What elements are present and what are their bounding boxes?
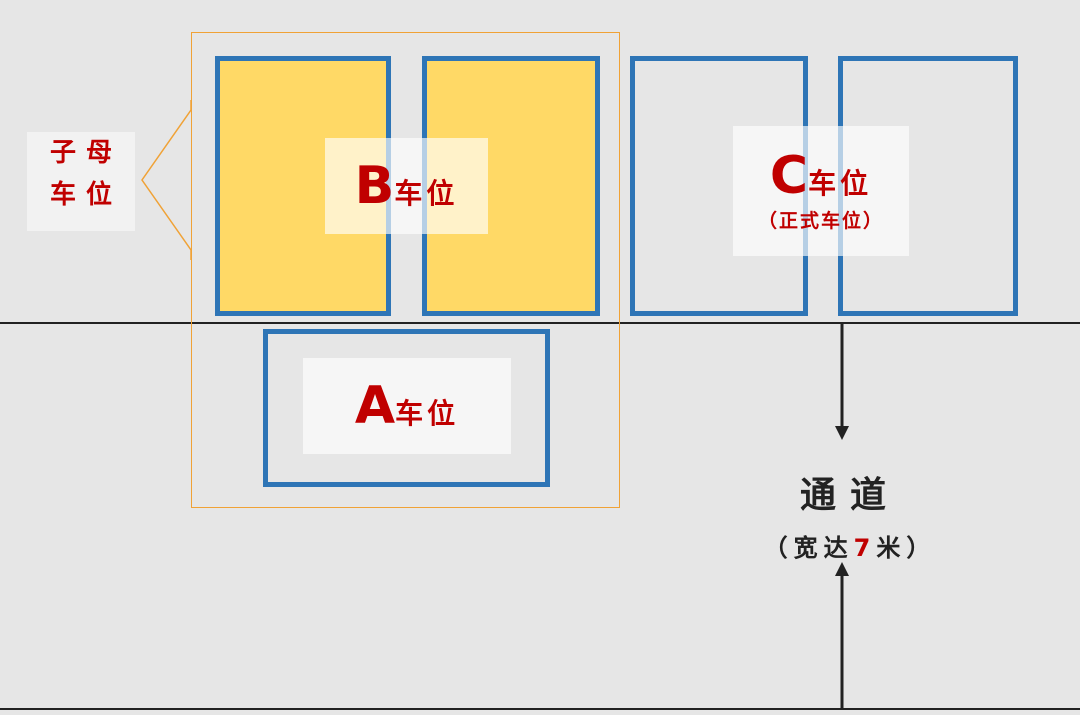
upper-boundary-line: [0, 322, 1080, 324]
slot-c-label: C 车位 （正式车位）: [733, 126, 909, 256]
passage-arrow-up: [835, 562, 849, 710]
slot-a-label: A 车位: [303, 358, 511, 454]
slot-a-letter: A: [354, 376, 396, 436]
passage-width: （宽达7米）: [730, 528, 970, 563]
slot-b-suffix: 车位: [394, 177, 459, 210]
passage-arrow-down: [835, 322, 849, 440]
parking-slot-a: [263, 329, 550, 487]
slot-b-letter: B: [354, 156, 395, 216]
group-callout-pointer: [141, 100, 192, 260]
passage-width-suffix: 米）: [876, 534, 937, 562]
group-label: 子母 车位: [27, 132, 135, 231]
group-label-line1: 子母: [49, 138, 122, 168]
passage-title: 通道: [799, 475, 900, 516]
group-label-line2: 车位: [49, 180, 122, 210]
slot-c-suffix: 车位: [808, 166, 873, 200]
parent-child-group-outline: [191, 32, 620, 508]
slot-c-note: （正式车位）: [757, 209, 884, 232]
slot-c-letter: C: [769, 145, 809, 206]
passage-width-prefix: （宽达: [763, 534, 854, 562]
lower-boundary-line: [0, 708, 1080, 710]
passage-width-value: 7: [853, 534, 877, 562]
slot-a-suffix: 车位: [395, 397, 460, 430]
slot-b-label: B 车位: [325, 138, 488, 234]
passage-label: 通道 （宽达7米）: [730, 466, 970, 563]
